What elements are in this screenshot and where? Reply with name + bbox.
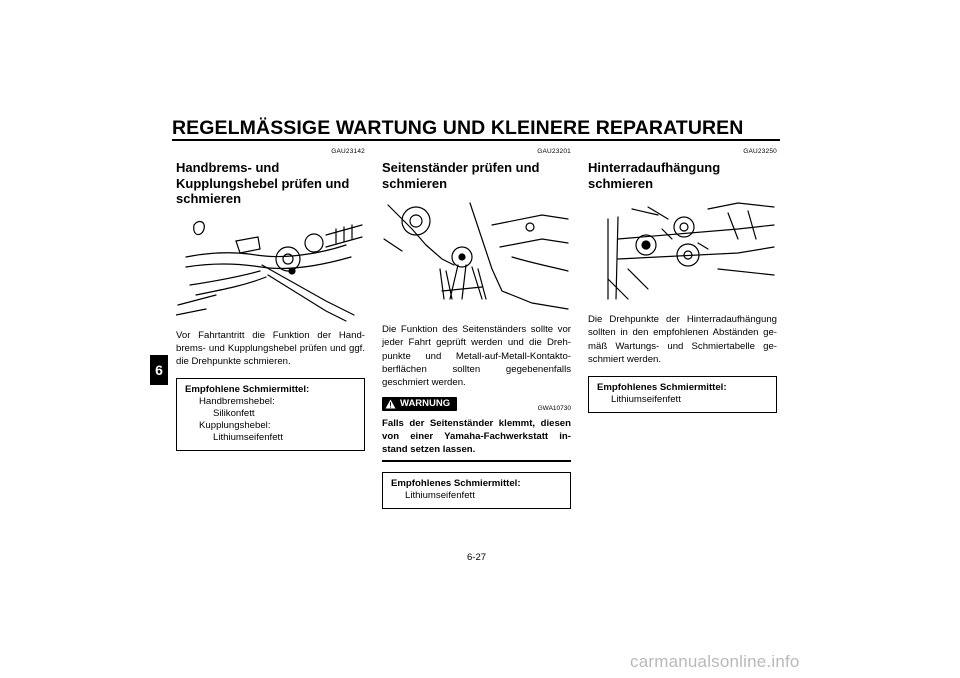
section-heading: Hinterradaufhängung schmieren: [588, 160, 721, 191]
lubricant-line: Lithiumseifenfett: [611, 394, 681, 406]
lubricant-box: Empfohlenes Schmiermittel: Lithiumseifen…: [588, 376, 777, 414]
page-number: 6-27: [467, 552, 487, 563]
lubricant-title: Empfohlene Schmiermittel:: [185, 384, 310, 396]
warning-label: WARNUNG: [400, 398, 451, 410]
section-body: Die Drehpunkte der Hinterradaufhängung s…: [588, 314, 777, 365]
section-body: Die Funktion des Seitenständers sollte v…: [382, 324, 571, 389]
watermark: carmanualsonline.info: [630, 652, 800, 671]
warning-triangle-icon: [385, 399, 396, 409]
rear-suspension-illustration: [607, 202, 775, 300]
lubricant-title: Empfohlenes Schmiermittel:: [391, 478, 521, 490]
warning-text: Falls der Seitenständer klemmt, diesen v…: [382, 418, 571, 456]
section-code: GAU23142: [331, 148, 365, 155]
page-header-title: REGELMÄSSIGE WARTUNG UND KLEINERE REPARA…: [172, 117, 744, 139]
lubricant-box: Empfohlene Schmiermittel: Handbremshebel…: [176, 378, 365, 452]
section-code: GAU23250: [743, 148, 777, 155]
warning-header: WARNUNG GWA10730: [382, 395, 571, 413]
section-heading: Seitenständer prüfen und schmieren: [382, 160, 540, 191]
warning-rule: [382, 460, 571, 463]
lubricant-box: Empfohlenes Schmiermittel: Lithiumseifen…: [382, 472, 571, 510]
chapter-tab: 6: [150, 355, 168, 385]
warning-badge: WARNUNG: [382, 397, 458, 412]
section-sidestand: GAU23201 Seitenständer prüfen und schmie…: [382, 148, 571, 510]
lever-illustration: [176, 220, 363, 322]
section-rear-suspension: GAU23250 Hinterradaufhängung schmieren D…: [588, 148, 777, 414]
section-brake-clutch-lever: GAU23142 Handbrems- und Kupplungshebel p…: [176, 148, 365, 452]
lubricant-line: Kupplungshebel:: [199, 420, 271, 432]
lubricant-line: Silikonfett: [213, 408, 255, 420]
header-rule: [172, 139, 780, 141]
section-heading: Handbrems- und Kupplungshebel prüfen und…: [176, 160, 350, 206]
lubricant-line: Lithiumseifenfett: [213, 432, 283, 444]
section-body: Vor Fahrtantritt die Funktion der Hand-b…: [176, 329, 365, 368]
lubricant-line: Handbremshebel:: [199, 396, 275, 408]
warning-code: GWA10730: [537, 405, 571, 413]
lubricant-title: Empfohlenes Schmiermittel:: [597, 382, 727, 394]
sidestand-illustration: [383, 202, 569, 310]
section-code: GAU23201: [537, 148, 571, 155]
lubricant-line: Lithiumseifenfett: [405, 490, 475, 502]
